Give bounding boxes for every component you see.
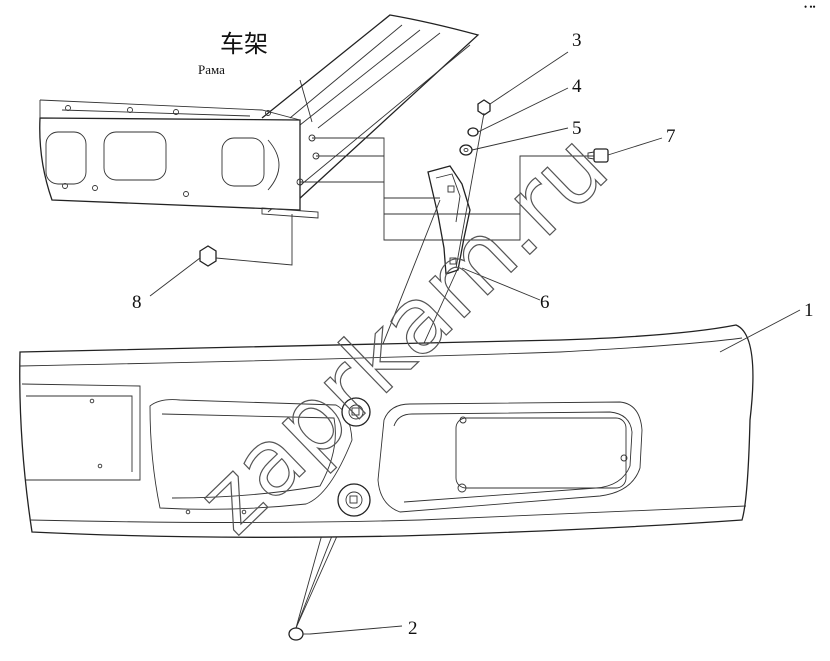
bolt-part-2 (288, 627, 310, 641)
washer-part-5 (459, 144, 473, 156)
bolt-part-3 (477, 99, 491, 116)
callout-1: 1 (804, 300, 814, 321)
nut-part-8 (199, 245, 217, 267)
callout-2: 2 (408, 618, 418, 639)
frame-label-cn: 车架 (220, 31, 268, 58)
frame-label-ru: Рама (198, 62, 225, 77)
callout-6: 6 (540, 292, 550, 313)
callout-8: 8 (132, 292, 142, 313)
washer-part-4 (467, 127, 479, 137)
corner-mark: • •• (804, 2, 816, 12)
callout-3: 3 (572, 30, 582, 51)
frame-rail (39, 14, 480, 219)
bolt-part-7 (587, 148, 609, 163)
bumper-part-1 (19, 324, 754, 538)
callout-leaders (149, 51, 801, 635)
callout-4: 4 (572, 76, 582, 97)
callout-5: 5 (572, 118, 582, 139)
callout-7: 7 (666, 126, 676, 147)
